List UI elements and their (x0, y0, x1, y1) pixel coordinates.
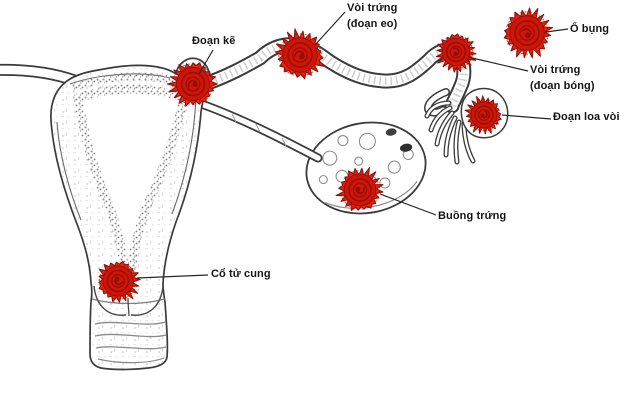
label-o-bung: Ổ bụng (570, 23, 610, 35)
label-voi-trung-doan-eo: Vòi trứng (đoạn eo) (347, 2, 398, 30)
cervix-vagina (91, 285, 167, 364)
mass-buong-trung (335, 167, 384, 212)
leader-doan-loa-voi (501, 114, 552, 120)
leader-voi-trung-doan-bong (467, 56, 529, 72)
label-buong-trung: Buồng trứng (438, 210, 507, 222)
mass-doan-ke (166, 62, 218, 107)
uterus (50, 57, 211, 371)
leader-doan-ke (198, 49, 214, 75)
mass-voi-trung-doan-bong (435, 33, 477, 73)
ovarian-ligament (185, 95, 323, 163)
left-fallopian-tube (0, 63, 82, 87)
label-voi-trung-doan-bong: Vòi trứng (đoạn bóng) (530, 64, 595, 92)
mass-doan-loa-voi (464, 95, 502, 135)
label-co-tu-cung: Cổ tử cung (211, 268, 271, 280)
leader-buong-trung (379, 193, 437, 216)
mass-voi-trung-doan-eo (274, 28, 325, 80)
leader-o-bung (545, 28, 569, 33)
leader-co-tu-cung (136, 274, 209, 279)
right-fallopian-tube (197, 37, 472, 117)
ectopic-masses (98, 7, 554, 303)
mass-co-tu-cung (98, 260, 141, 303)
leader-voi-trung-doan-eo (314, 11, 346, 46)
label-doan-ke: Đoạn kẽ (192, 35, 236, 47)
label-doan-loa-voi: Đoạn loa vòi (553, 111, 620, 123)
mass-o-bung (503, 7, 554, 59)
leader-lines (136, 11, 569, 279)
